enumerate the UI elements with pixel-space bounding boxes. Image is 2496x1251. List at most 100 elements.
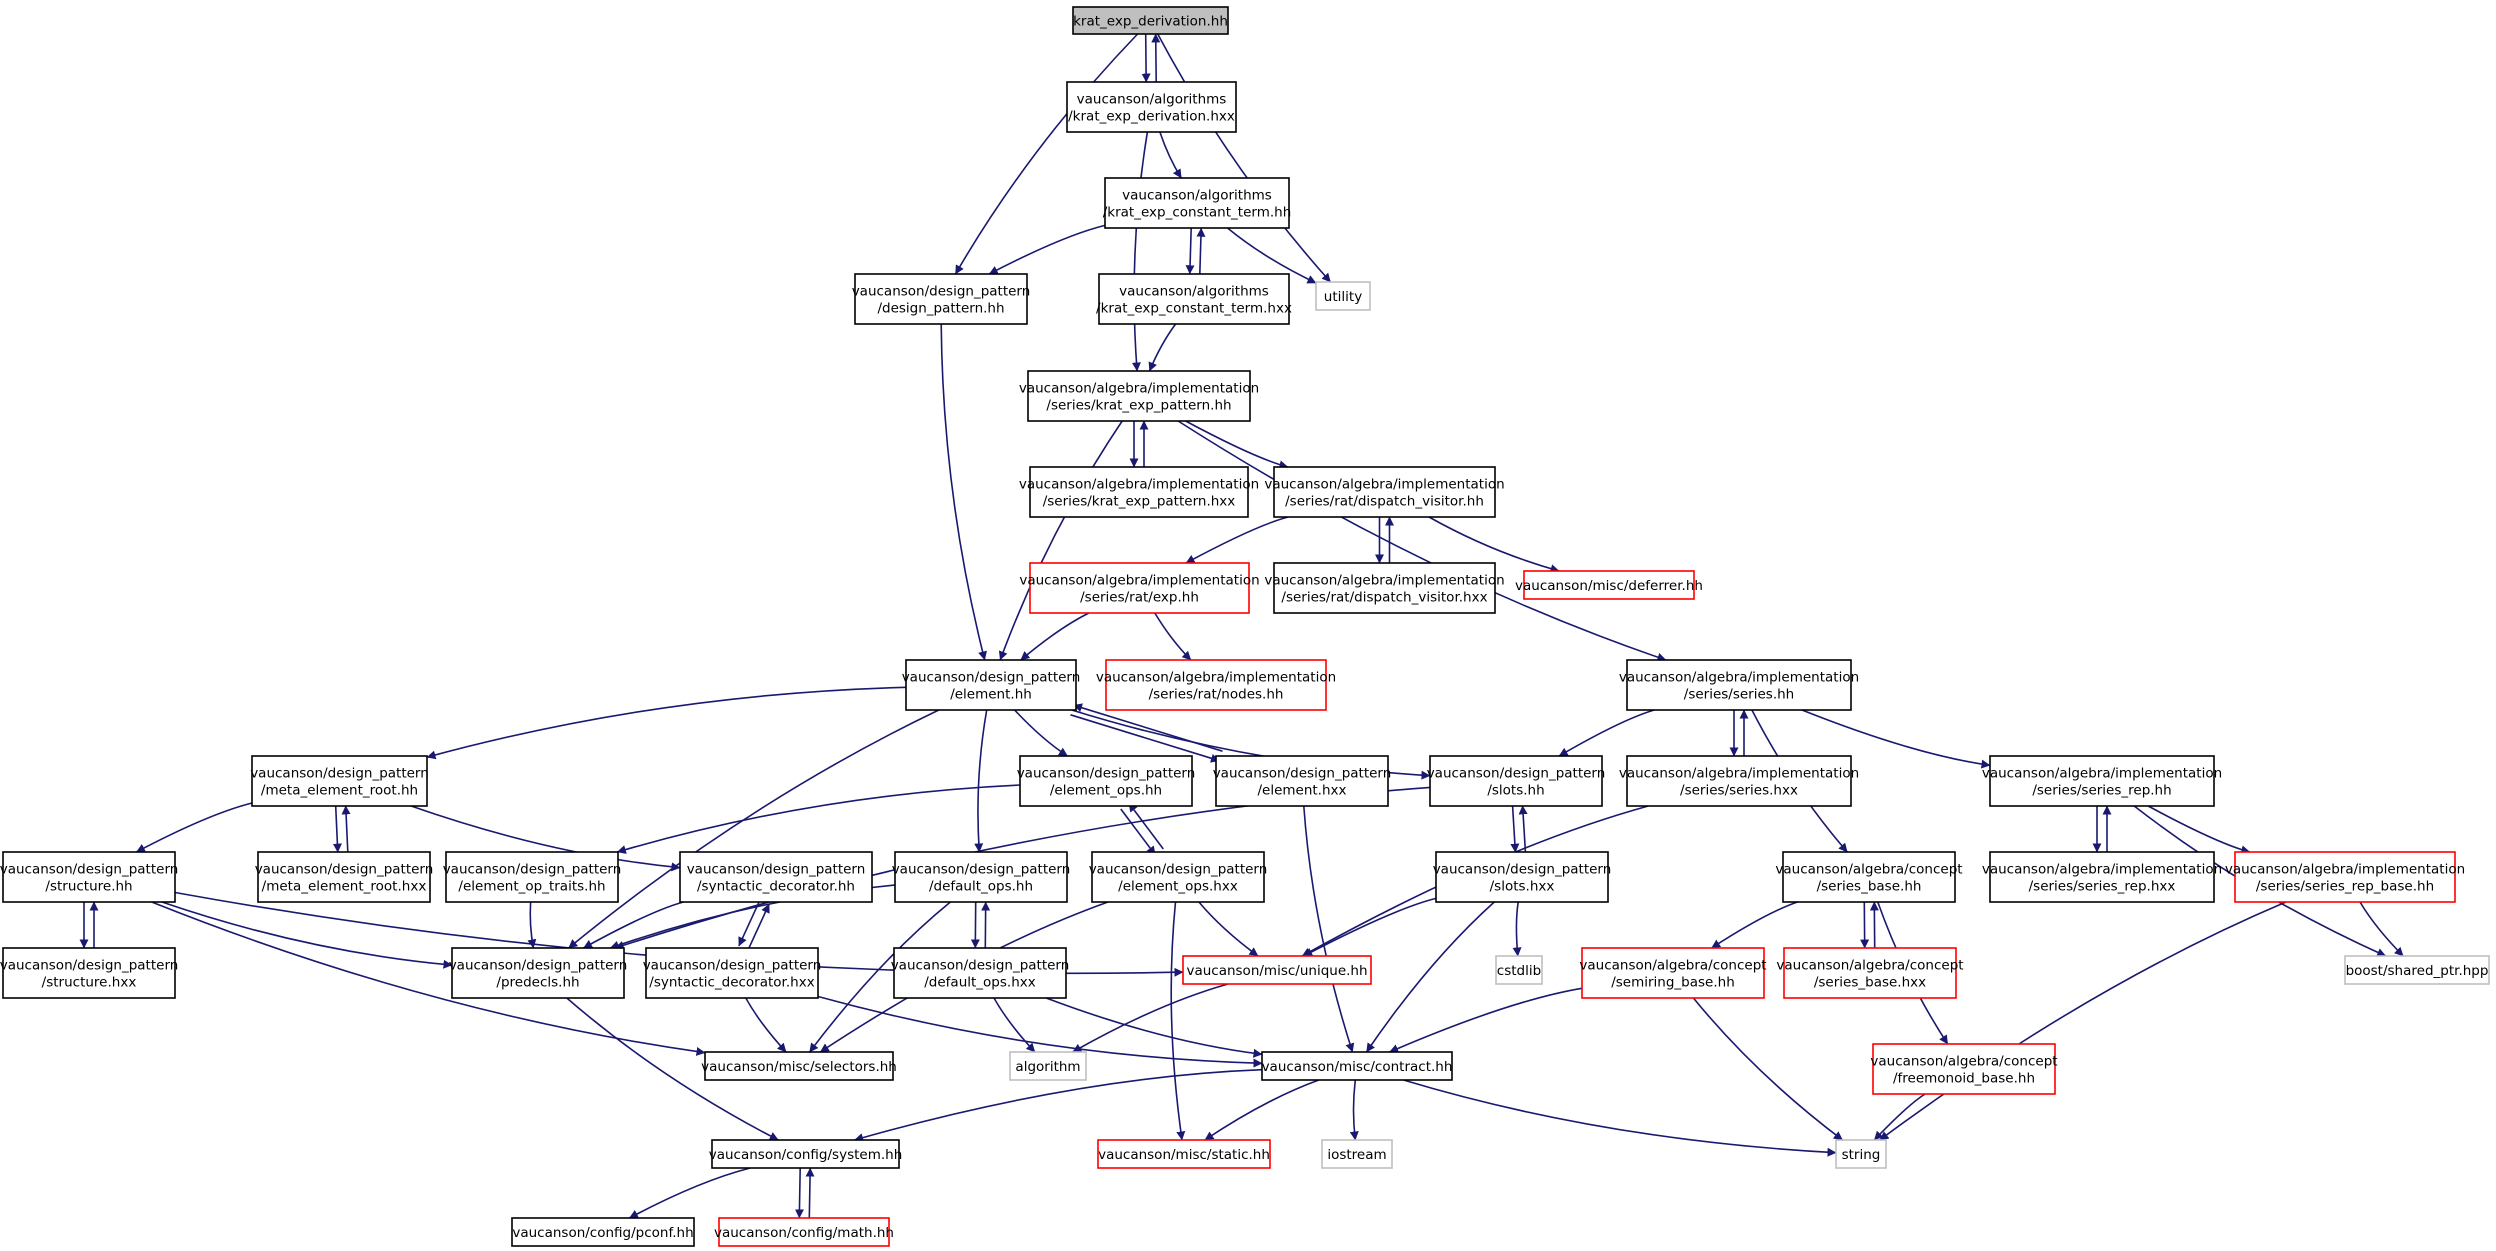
node-ct_hxx[interactable]: vaucanson/algorithms/krat_exp_constant_t… bbox=[1096, 273, 1292, 325]
node-mer_hh[interactable]: vaucanson/design_pattern/meta_element_ro… bbox=[250, 755, 429, 807]
node-label-line: vaucanson/design_pattern bbox=[1433, 862, 1612, 878]
node-label-line: vaucanson/algebra/implementation bbox=[1619, 670, 1859, 686]
node-dp_hh[interactable]: vaucanson/design_pattern/design_pattern.… bbox=[852, 273, 1031, 325]
node-label-line: /series/krat_exp_pattern.hxx bbox=[1043, 494, 1236, 510]
edge-line bbox=[1512, 901, 1522, 957]
node-unique[interactable]: vaucanson/misc/unique.hh bbox=[1182, 955, 1372, 985]
node-dv_hh[interactable]: vaucanson/algebra/implementation/series/… bbox=[1264, 466, 1505, 518]
edge-line bbox=[1711, 901, 1798, 949]
edge-line bbox=[1072, 983, 1229, 1053]
node-struct_hxx[interactable]: vaucanson/design_pattern/structure.hxx bbox=[0, 947, 178, 999]
node-utility[interactable]: utility bbox=[1315, 281, 1371, 311]
node-pconf[interactable]: vaucanson/config/pconf.hh bbox=[511, 1217, 695, 1247]
node-exp_hh[interactable]: vaucanson/algebra/implementation/series/… bbox=[1019, 562, 1260, 614]
node-cstdlib[interactable]: cstdlib bbox=[1495, 955, 1543, 985]
node-elops_hh[interactable]: vaucanson/design_pattern/element_ops.hh bbox=[1017, 755, 1196, 807]
node-struct_hh[interactable]: vaucanson/design_pattern/structure.hh bbox=[0, 851, 178, 903]
node-el_hh[interactable]: vaucanson/design_pattern/element.hh bbox=[902, 659, 1081, 711]
node-label-line: vaucanson/design_pattern bbox=[902, 670, 1081, 686]
node-elops_hxx[interactable]: vaucanson/design_pattern/element_ops.hxx bbox=[1089, 851, 1268, 903]
node-algorithm[interactable]: algorithm bbox=[1009, 1051, 1087, 1081]
node-slots_hxx[interactable]: vaucanson/design_pattern/slots.hxx bbox=[1433, 851, 1612, 903]
edge-srep_hh-to-srb_hh bbox=[2147, 805, 2251, 855]
node-dv_hxx[interactable]: vaucanson/algebra/implementation/series/… bbox=[1264, 562, 1505, 614]
node-label-line: /series/rat/nodes.hh bbox=[1149, 687, 1284, 703]
node-label-line: /syntactic_decorator.hh bbox=[697, 879, 855, 895]
node-sbase_hxx[interactable]: vaucanson/algebra/concept/series_base.hx… bbox=[1776, 947, 1964, 999]
node-box bbox=[893, 947, 1067, 999]
edge-dops_hh-to-selectors bbox=[808, 901, 951, 1053]
node-contract[interactable]: vaucanson/misc/contract.hh bbox=[1261, 1051, 1453, 1081]
node-series_hxx[interactable]: vaucanson/algebra/implementation/series/… bbox=[1619, 755, 1859, 807]
node-kep_hh[interactable]: vaucanson/algebra/implementation/series/… bbox=[1019, 370, 1259, 422]
node-sbase_hh[interactable]: vaucanson/algebra/concept/series_base.hh bbox=[1775, 851, 1963, 903]
node-label-line: vaucanson/algebra/implementation bbox=[1019, 477, 1259, 493]
node-box bbox=[1029, 466, 1249, 518]
node-label-line: vaucanson/design_pattern bbox=[449, 958, 628, 974]
edge-line bbox=[410, 805, 681, 872]
edge-line bbox=[1020, 612, 1090, 661]
node-fbase_hh[interactable]: vaucanson/algebra/concept/freemonoid_bas… bbox=[1870, 1043, 2058, 1095]
node-semi_hh[interactable]: vaucanson/algebra/concept/semiring_base.… bbox=[1579, 947, 1767, 999]
node-system[interactable]: vaucanson/config/system.hh bbox=[709, 1139, 903, 1169]
node-sd_hh[interactable]: vaucanson/design_pattern/syntactic_decor… bbox=[679, 851, 873, 903]
edge-line bbox=[341, 805, 351, 852]
node-math[interactable]: vaucanson/config/math.hh bbox=[714, 1217, 894, 1247]
node-srep_hh[interactable]: vaucanson/algebra/implementation/series/… bbox=[1982, 755, 2222, 807]
edge-line bbox=[332, 806, 342, 853]
edge-line bbox=[426, 686, 907, 760]
node-box bbox=[1098, 273, 1290, 325]
edge-mer_hh-to-struct_hh bbox=[136, 802, 253, 853]
node-series_hh[interactable]: vaucanson/algebra/implementation/series/… bbox=[1619, 659, 1859, 711]
node-srep_hxx[interactable]: vaucanson/algebra/implementation/series/… bbox=[1982, 851, 2222, 903]
edge-line bbox=[817, 995, 1263, 1068]
node-label-line: /series/series_rep_base.hh bbox=[2256, 879, 2434, 895]
node-ct_hh[interactable]: vaucanson/algorithms/krat_exp_constant_t… bbox=[1103, 177, 1292, 229]
node-label-line: /default_ops.hh bbox=[929, 879, 1033, 895]
node-selectors[interactable]: vaucanson/misc/selectors.hh bbox=[701, 1051, 897, 1081]
node-static[interactable]: vaucanson/misc/static.hh bbox=[1097, 1139, 1271, 1169]
edge-el_hh-to-elops_hh bbox=[1014, 709, 1068, 757]
node-deferrer[interactable]: vaucanson/misc/deferrer.hh bbox=[1515, 570, 1703, 600]
edge-kep_hh-to-dv_hh bbox=[1185, 420, 1289, 470]
node-box bbox=[1315, 281, 1371, 311]
node-box bbox=[1581, 947, 1765, 999]
edge-line bbox=[1204, 1079, 1320, 1141]
edge-srb_hh-to-string bbox=[1879, 901, 2287, 1141]
edge-ct_hxx-to-kep_hh bbox=[1148, 323, 1177, 372]
edge-predecls-to-system bbox=[566, 997, 779, 1141]
node-srb_hh[interactable]: vaucanson/algebra/implementation/series/… bbox=[2225, 851, 2465, 903]
node-nodes_hh[interactable]: vaucanson/algebra/implementation/series/… bbox=[1096, 659, 1336, 711]
node-boost[interactable]: boost/shared_ptr.hpp bbox=[2344, 955, 2490, 985]
node-dops_hxx[interactable]: vaucanson/design_pattern/default_ops.hxx bbox=[891, 947, 1070, 999]
edge-line bbox=[1151, 33, 1161, 82]
node-slots_hh[interactable]: vaucanson/design_pattern/slots.hh bbox=[1427, 755, 1606, 807]
edge-dops_hxx-to-algorithm bbox=[993, 997, 1036, 1053]
node-box bbox=[1523, 570, 1695, 600]
edge-sbase_hh-to-semi_hh bbox=[1711, 901, 1798, 949]
node-box bbox=[1435, 851, 1609, 903]
edge-der_hxx-to-root bbox=[1151, 33, 1161, 82]
node-kep_hxx[interactable]: vaucanson/algebra/implementation/series/… bbox=[1019, 466, 1259, 518]
node-box bbox=[1104, 177, 1290, 229]
node-box bbox=[1182, 955, 1372, 985]
edge-line bbox=[1510, 806, 1520, 853]
edge-line bbox=[993, 997, 1036, 1053]
node-box bbox=[1626, 659, 1852, 711]
node-dops_hh[interactable]: vaucanson/design_pattern/default_ops.hh bbox=[892, 851, 1071, 903]
node-string[interactable]: string bbox=[1835, 1139, 1887, 1169]
node-iostream[interactable]: iostream bbox=[1321, 1139, 1393, 1169]
edge-contract-to-static bbox=[1204, 1079, 1320, 1141]
node-eot_hh[interactable]: vaucanson/design_pattern/element_op_trai… bbox=[443, 851, 622, 903]
node-box bbox=[1029, 562, 1250, 614]
node-el_hxx[interactable]: vaucanson/design_pattern/element.hxx bbox=[1213, 755, 1392, 807]
node-label-line: vaucanson/design_pattern bbox=[1089, 862, 1268, 878]
node-der_hxx[interactable]: vaucanson/algorithms/krat_exp_derivation… bbox=[1066, 81, 1237, 133]
node-label-line: /element.hh bbox=[950, 687, 1032, 703]
edge-eot_hh-to-predecls bbox=[527, 901, 537, 949]
node-box bbox=[1495, 955, 1543, 985]
node-label-line: cstdlib bbox=[1497, 963, 1541, 979]
node-predecls[interactable]: vaucanson/design_pattern/predecls.hh bbox=[449, 947, 628, 999]
node-sd_hxx[interactable]: vaucanson/design_pattern/syntactic_decor… bbox=[643, 947, 822, 999]
node-mer_hxx[interactable]: vaucanson/design_pattern/meta_element_ro… bbox=[255, 851, 434, 903]
